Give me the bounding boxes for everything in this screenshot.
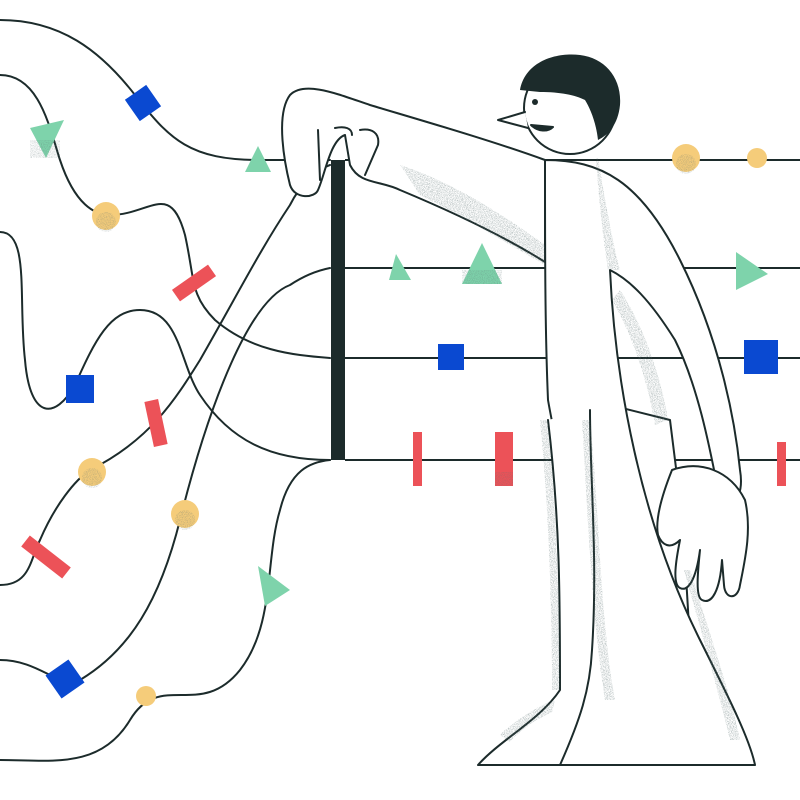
square-icon [124, 84, 162, 122]
square-icon [66, 375, 94, 403]
string-2 [0, 74, 331, 359]
comb-bar [331, 160, 345, 460]
string-3 [0, 231, 331, 461]
circle-icon [747, 148, 767, 168]
shape-grain [30, 140, 696, 530]
square-icon [438, 344, 464, 370]
tangled-shapes [21, 84, 290, 706]
fingers [317, 126, 380, 181]
triangle-icon [389, 254, 411, 280]
hand [656, 465, 749, 602]
hair [520, 54, 621, 140]
square-icon [45, 659, 85, 699]
bar-icon [144, 399, 168, 447]
nose [497, 111, 529, 129]
string-4 [0, 164, 331, 586]
triangle-icon [736, 252, 768, 290]
square-icon [744, 340, 778, 374]
circle-icon [136, 686, 156, 706]
mouth [530, 124, 554, 132]
bar-icon [21, 535, 71, 579]
bar-icon [777, 442, 786, 486]
eye [532, 99, 538, 105]
body-shading [400, 158, 740, 742]
bar-icon [171, 264, 217, 302]
string-6 [0, 459, 331, 762]
triangle-icon [245, 146, 271, 172]
string-5 [0, 267, 331, 683]
triangle-icon [258, 566, 290, 606]
bar-icon [413, 432, 422, 486]
triangle-icon [30, 120, 64, 158]
